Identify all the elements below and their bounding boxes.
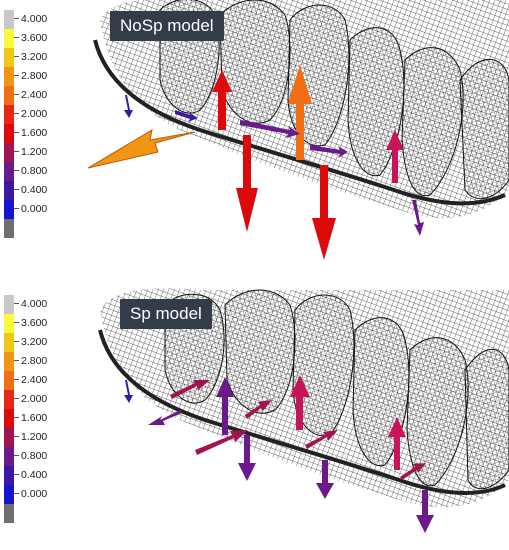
legend-swatch <box>4 466 14 485</box>
legend-swatch <box>4 333 14 352</box>
legend-swatch <box>4 67 14 86</box>
legend-label: 0.400 <box>21 184 48 196</box>
arrow-purple-down-3 <box>422 490 428 518</box>
legend-swatch <box>4 105 14 124</box>
legend-label: 0.000 <box>21 488 48 500</box>
legend-label: 2.800 <box>21 355 48 367</box>
legend-label: 0.400 <box>21 469 48 481</box>
legend-swatch <box>4 409 14 428</box>
legend-swatch <box>4 428 14 447</box>
legend-swatch <box>4 314 14 333</box>
arrow-red-down-2 <box>320 165 328 220</box>
legend-swatch <box>4 485 14 504</box>
arrow-magenta-up-2 <box>394 435 400 470</box>
arrow-darkred-4 <box>305 430 338 449</box>
arrow-blue-1 <box>124 380 133 403</box>
arrow-darkred-1 <box>170 380 210 399</box>
legend-swatch <box>4 447 14 466</box>
archwire <box>93 39 506 206</box>
tooth-mesh <box>100 288 509 508</box>
legend-label: 3.600 <box>21 317 48 329</box>
legend-swatch <box>4 390 14 409</box>
legend-label: 3.200 <box>21 336 48 348</box>
sp-model-panel: 4.000 3.600 3.200 2.800 2.400 2.000 1.60… <box>0 285 509 550</box>
legend-swatch <box>4 504 14 523</box>
legend-swatch <box>4 86 14 105</box>
legend-swatch <box>4 124 14 143</box>
arrow-purple-down-1 <box>244 435 250 465</box>
legend-label: 0.000 <box>21 203 48 215</box>
arrow-purple-2 <box>310 145 348 158</box>
legend-label: 2.000 <box>21 393 48 405</box>
nosp-model-panel: 4.000 3.600 3.200 2.800 2.400 2.000 1.60… <box>0 0 509 270</box>
legend-swatch <box>4 29 14 48</box>
arrow-purple-3 <box>412 200 424 236</box>
legend-swatch <box>4 219 14 238</box>
legend-swatch <box>4 48 14 67</box>
legend-label: 2.400 <box>21 374 48 386</box>
legend-swatch <box>4 10 14 29</box>
legend-swatch <box>4 143 14 162</box>
legend-label: 1.200 <box>21 431 48 443</box>
arrow-darkred-5 <box>400 463 426 480</box>
legend-label: 2.000 <box>21 108 48 120</box>
nosp-model-scene <box>87 0 509 260</box>
model-label: Sp model <box>120 299 212 329</box>
legend-label: 3.600 <box>21 32 48 44</box>
legend-label: 2.800 <box>21 70 48 82</box>
arrow-darkred-3 <box>245 400 272 419</box>
legend-swatch <box>4 352 14 371</box>
archwire <box>98 329 506 495</box>
arrow-purple-down-2 <box>322 460 328 485</box>
force-arrows <box>87 65 424 260</box>
legend-label: 2.400 <box>21 89 48 101</box>
arrow-darkred-2 <box>195 430 248 455</box>
tooth-mesh <box>100 0 509 219</box>
legend-label: 3.200 <box>21 51 48 63</box>
arrow-magenta-up-1 <box>296 395 303 430</box>
arrow-large-orange <box>87 128 196 169</box>
legend-label: 4.000 <box>21 298 48 310</box>
arrow-magenta-up <box>392 148 398 183</box>
legend-swatch <box>4 371 14 390</box>
arrow-purple-up-1 <box>222 395 228 435</box>
arrow-purple-left <box>148 410 182 425</box>
legend-swatch <box>4 295 14 314</box>
arrow-red-up-1 <box>218 90 226 130</box>
force-arrows <box>124 375 434 533</box>
arrow-purple-1 <box>240 120 300 138</box>
legend-label: 1.600 <box>21 412 48 424</box>
arrow-red-down-1 <box>243 135 251 190</box>
legend-label: 4.000 <box>21 13 48 25</box>
legend-swatch <box>4 200 14 219</box>
legend-swatch <box>4 181 14 200</box>
legend-label: 1.200 <box>21 146 48 158</box>
model-label: NoSp model <box>110 11 224 41</box>
arrow-blue-2 <box>175 110 198 122</box>
legend-label: 0.800 <box>21 450 48 462</box>
arrow-orange-up <box>296 100 304 160</box>
legend-swatch <box>4 162 14 181</box>
sp-model-scene <box>98 288 509 533</box>
legend-label: 1.600 <box>21 127 48 139</box>
legend-label: 0.800 <box>21 165 48 177</box>
arrow-blue-1 <box>124 95 133 118</box>
